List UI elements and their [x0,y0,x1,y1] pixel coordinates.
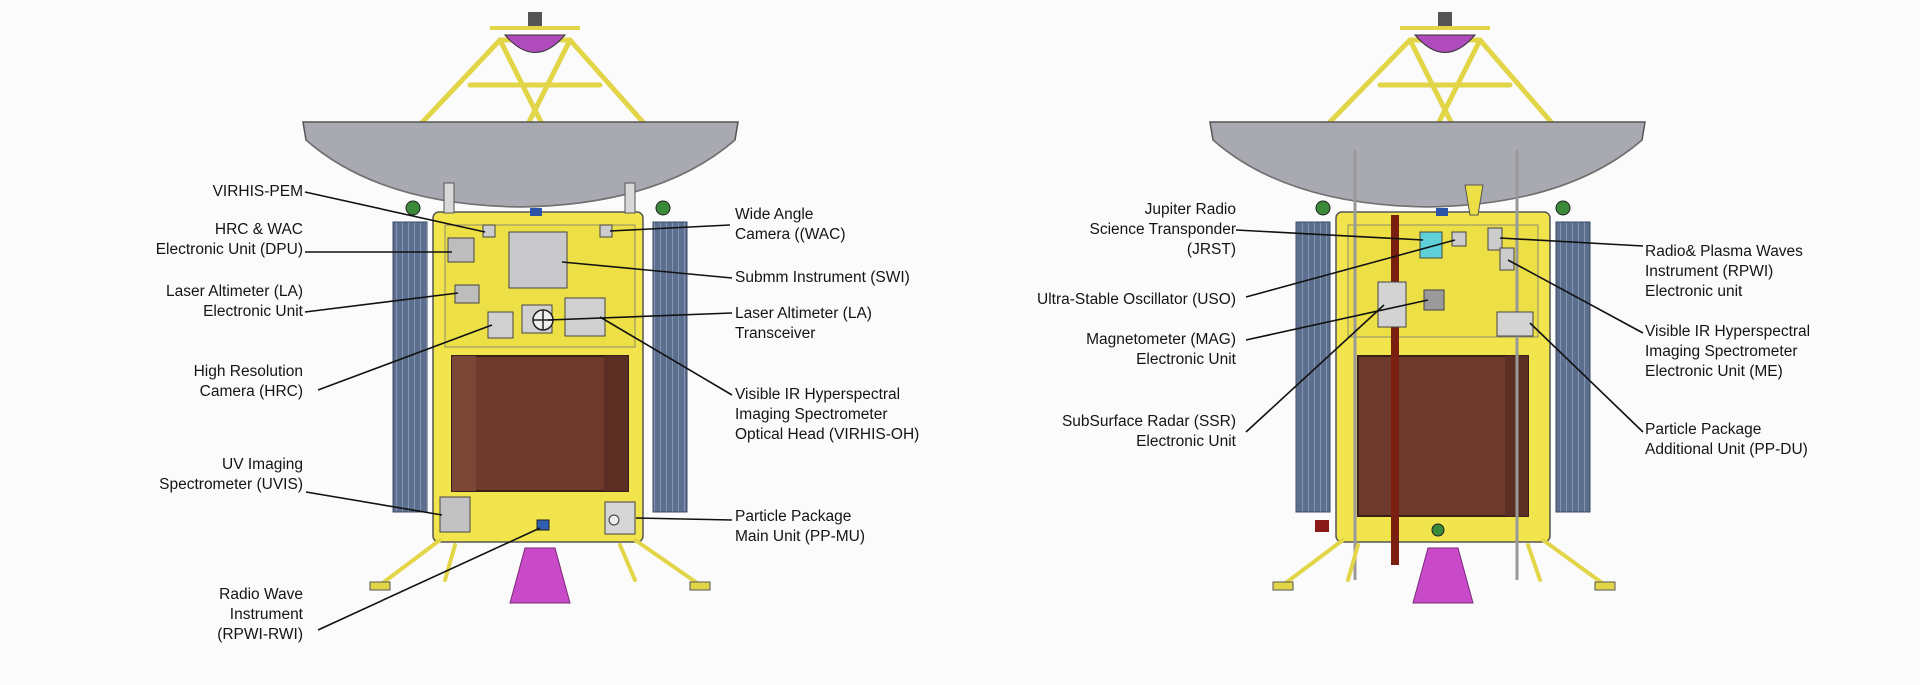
label-rpwi-eu: Radio& Plasma Waves Instrument (RPWI) El… [1645,243,1803,300]
label-ssr: SubSurface Radar (SSR) Electronic Unit [1061,413,1236,450]
main-engine-nozzle [1412,547,1474,604]
antenna-truss [1319,37,1561,133]
label-la-transceiver: Laser Altimeter (LA) Transceiver [735,305,872,342]
label-hrc: High Resolution Camera (HRC) [193,363,303,400]
feed-horn [528,12,542,26]
solar-panel-left [392,221,428,513]
rpwi-eu-box [1487,227,1503,251]
feed-horn [1438,12,1452,26]
label-pp-du: Particle Package Additional Unit (PP-DU) [1645,421,1808,458]
landing-legs [378,538,702,587]
feed-dish [1413,34,1477,53]
dpu-box [447,237,475,263]
feed-dish [503,34,567,53]
solar-panel-right [652,221,688,513]
leader-lines [304,191,1644,631]
spacecraft-right [1209,12,1646,604]
label-rwi: Radio Wave Instrument (RPWI-RWI) [217,586,303,643]
rwi-box [536,519,550,531]
virhis-oh-box [564,297,606,337]
virhis-me-box [1499,247,1515,271]
propellant-tank [451,355,629,492]
propellant-tank [1357,355,1529,517]
high-gain-antenna [302,121,739,208]
label-virhis-pem: VIRHIS-PEM [212,183,303,200]
virhis-pem-box [482,224,496,238]
swi-box [508,231,568,289]
label-laser-altimeter-eu: Laser Altimeter (LA) Electronic Unit [166,283,303,320]
high-gain-antenna [1209,121,1646,208]
solar-panel-left [1295,221,1331,513]
solar-panel-right [1555,221,1591,513]
uso-box [1451,231,1467,247]
label-virhis-oh: Visible IR Hyperspectral Imaging Spectro… [735,386,920,443]
label-wac: Wide Angle Camera ((WAC) [735,206,846,243]
label-jrst: Jupiter Radio Science Transponder (JRST) [1089,201,1236,258]
hrc-box [487,311,514,339]
label-pp-mu: Particle Package Main Unit (PP-MU) [735,508,866,545]
spacecraft-left [302,12,739,604]
landing-legs [1281,538,1607,587]
pp-du-box [1496,311,1534,337]
label-mag: Magnetometer (MAG) Electronic Unit [1086,331,1236,368]
label-virhis-me: Visible IR Hyperspectral Imaging Spectro… [1645,323,1811,380]
ssr-box [1377,281,1407,328]
la-eu-box [454,284,480,304]
main-engine-nozzle [509,547,571,604]
mag-box [1423,289,1445,311]
label-uso: Ultra-Stable Oscillator (USO) [1037,291,1236,308]
jrst-box [1419,231,1443,259]
label-swi: Submm Instrument (SWI) [735,269,910,286]
uvis-box [439,496,471,533]
label-hrc-wac-dpu: HRC & WAC Electronic Unit (DPU) [155,221,303,258]
label-uvis: UV Imaging Spectrometer (UVIS) [159,456,303,493]
antenna-truss [412,37,653,133]
